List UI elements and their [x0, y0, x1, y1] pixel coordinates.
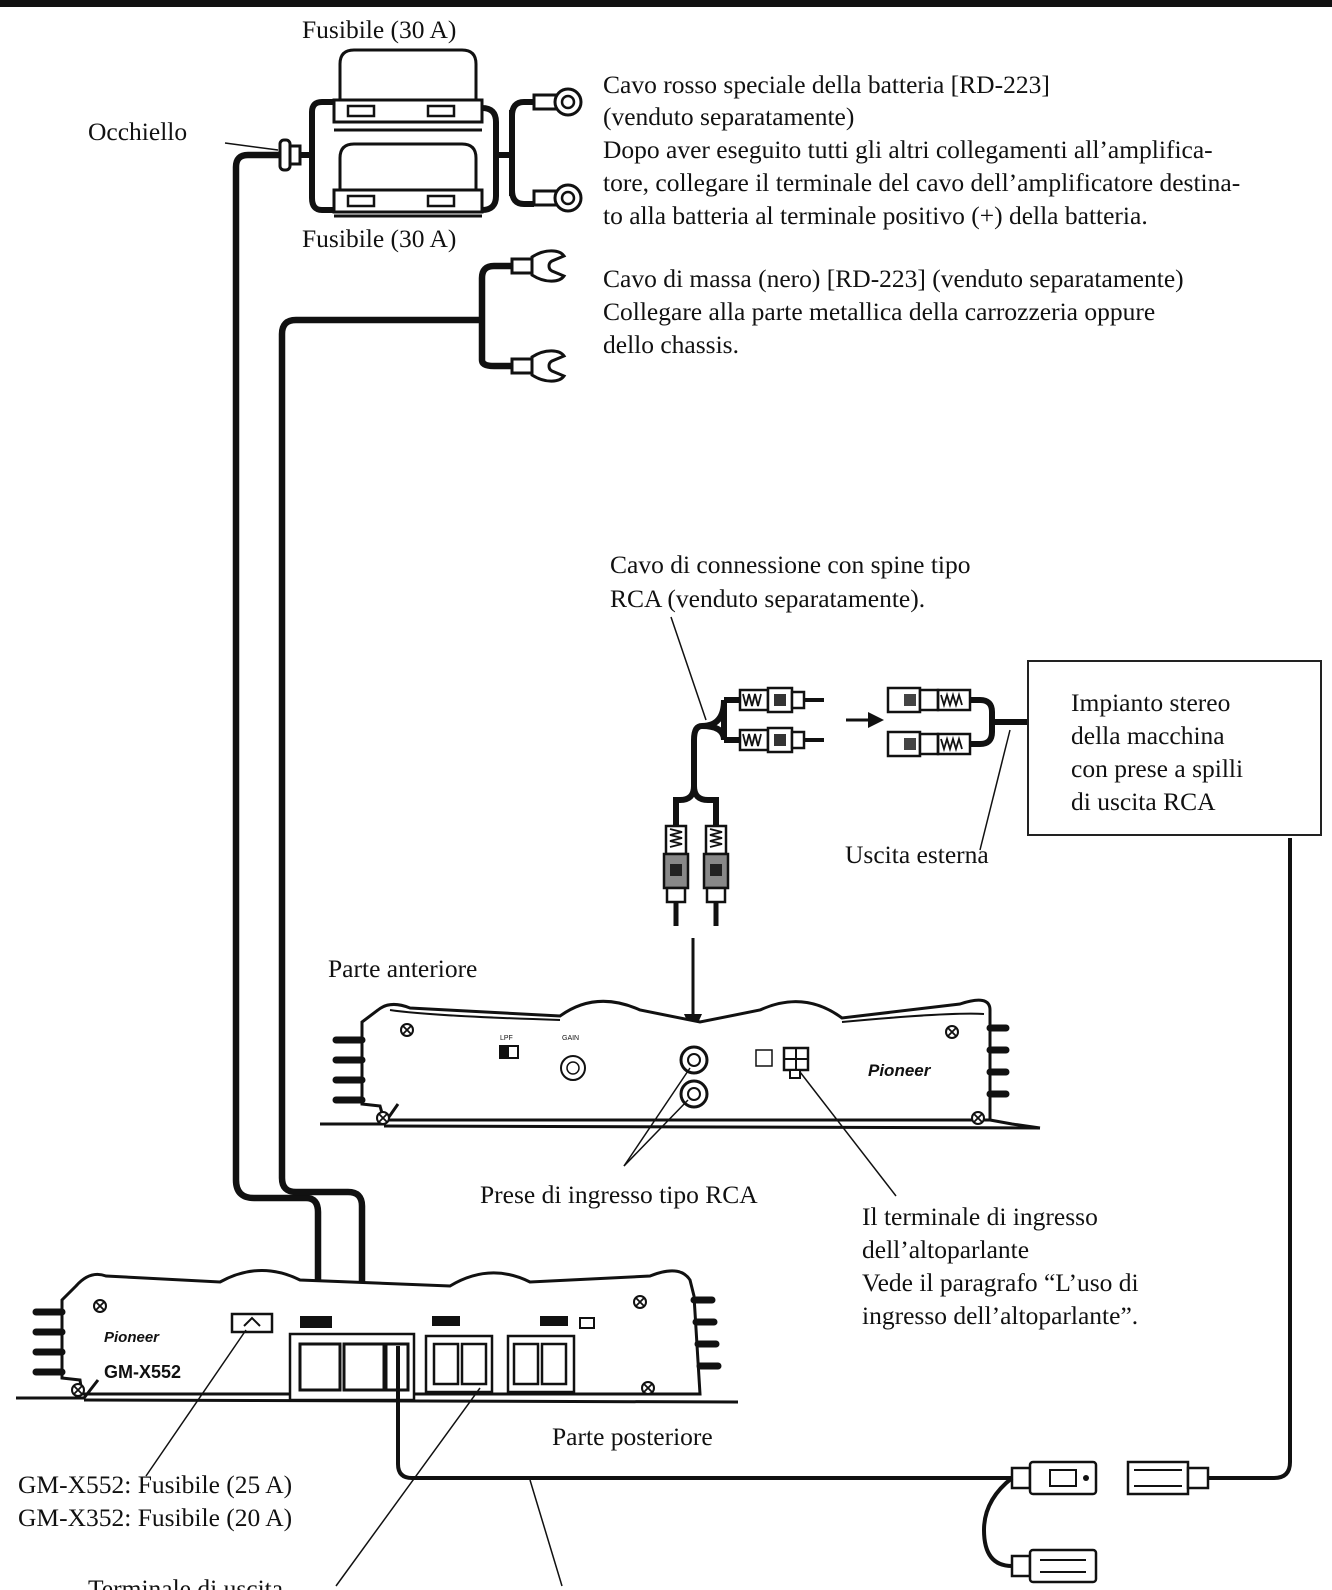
system-connectors — [981, 1460, 1210, 1584]
front-brand-logo: Pioneer — [868, 1061, 932, 1080]
car-stereo-box: Impianto stereo della macchina con prese… — [1027, 660, 1322, 836]
rear-side-label: Parte posteriore — [552, 1422, 713, 1451]
top-rule — [0, 0, 1332, 7]
svg-text:LPF: LPF — [500, 1035, 513, 1042]
grommet-label: Occhiello — [88, 117, 188, 146]
external-output-label: Uscita esterna — [845, 840, 989, 869]
output-terminal-label: Terminale di uscita — [88, 1574, 284, 1590]
fuse-holder-bottom — [332, 142, 484, 218]
front-side-label: Parte anteriore — [328, 954, 478, 983]
fuse-bottom-label: Fusibile (30 A) — [302, 224, 457, 253]
rear-brand-logo: Pioneer — [104, 1329, 160, 1346]
fuse-top-label: Fusibile (30 A) — [302, 15, 457, 44]
rca-jacks-stereo — [886, 686, 1027, 758]
rca-inputs-label: Prese di ingresso tipo RCA — [480, 1180, 758, 1209]
rear-model-logo: GM-X552 — [104, 1362, 181, 1382]
car-stereo-text: Impianto stereo della macchina con prese… — [1071, 688, 1244, 816]
fuse-holder-top — [332, 48, 484, 132]
svg-text:GAIN: GAIN — [562, 1035, 579, 1042]
amplifier-rear: Pioneer GM-X552 — [16, 1269, 739, 1404]
amplifier-front: LPF GAIN Pioneer — [320, 998, 1041, 1130]
